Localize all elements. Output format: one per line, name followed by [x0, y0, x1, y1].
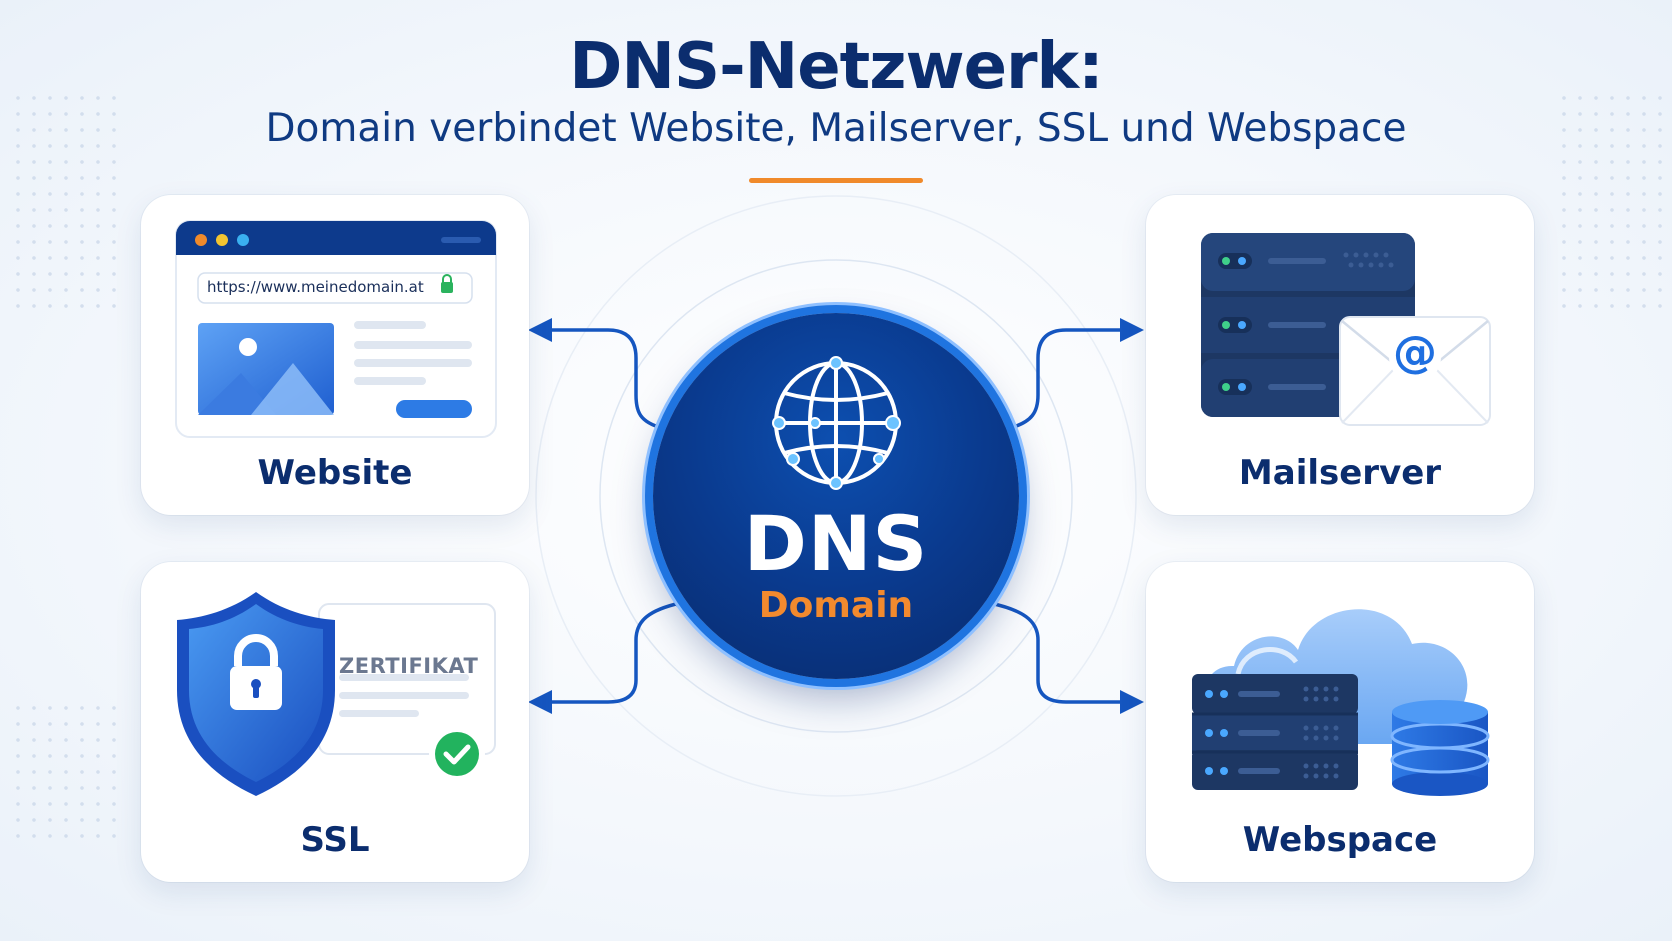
mailserver-label: Mailserver — [1238, 453, 1442, 493]
arrow-to-ssl — [528, 690, 552, 714]
url-bar-text: https://www.meinedomain.at — [207, 278, 424, 296]
page-title: DNS-Netzwerk: — [569, 30, 1103, 104]
ssl-label: SSL — [300, 820, 370, 860]
background-dots-left — [10, 90, 120, 320]
server-mail-icon — [1201, 233, 1491, 426]
at-symbol: @ — [1393, 327, 1437, 378]
globe-network-icon — [772, 356, 901, 490]
shield-lock-icon — [177, 592, 335, 796]
cloud-server-icon — [1192, 609, 1490, 796]
connector-webspace — [988, 601, 1127, 704]
webspace-card: Webspace — [1146, 562, 1534, 882]
connector-mailserver — [1008, 328, 1127, 430]
browser-window-icon — [175, 220, 497, 438]
certificate-title: ZERTIFIKAT — [339, 654, 479, 678]
connector-website — [543, 328, 664, 430]
arrow-to-webspace — [1120, 690, 1144, 714]
dns-title: DNS — [743, 499, 929, 588]
page-subtitle: Domain verbindet Website, Mailserver, SS… — [265, 106, 1407, 151]
ssl-card: ZERTIFIKAT SSL — [141, 562, 529, 882]
arrow-to-website — [528, 318, 552, 342]
connector-ssl — [543, 601, 682, 704]
background-dots-bottom-left — [10, 700, 120, 840]
arrow-to-mailserver — [1120, 318, 1144, 342]
website-card: https://www.meinedomain.at Website — [141, 195, 529, 515]
webspace-label: Webspace — [1242, 820, 1438, 860]
website-label: Website — [257, 453, 413, 493]
background-dots-right — [1556, 90, 1666, 320]
title-underline — [749, 178, 923, 183]
dns-hub: DNS Domain — [653, 313, 1019, 679]
mailserver-card: @ Mailserver — [1146, 195, 1534, 515]
domain-subtitle: Domain — [758, 585, 914, 626]
certificate-icon — [318, 603, 496, 782]
